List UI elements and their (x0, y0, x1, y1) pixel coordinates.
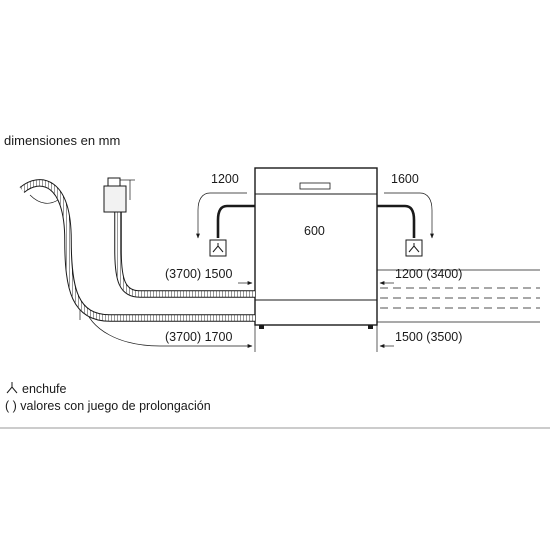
dim-right-height: 1600 (391, 172, 419, 186)
dishwasher-body (254, 167, 378, 329)
diagram-title: dimensiones en mm (4, 133, 120, 148)
dim-left-upper: (3700) 1500 (165, 267, 232, 281)
dim-left-lower: (3700) 1700 (165, 330, 232, 344)
hoses (19, 177, 255, 322)
dim-width: 600 (304, 224, 325, 238)
legend-socket-label: enchufe (22, 382, 67, 396)
cabinet-lines (377, 269, 540, 323)
dim-right-lower: 1500 (3500) (395, 330, 462, 344)
dim-left-height: 1200 (211, 172, 239, 186)
dim-right-upper: 1200 (3400) (395, 267, 462, 281)
socket-legend-icon (6, 382, 18, 394)
power-cables (216, 204, 416, 238)
legend: enchufe ( ) valores con juego de prolong… (5, 382, 211, 413)
legend-parentheses-label: ( ) valores con juego de prolongación (5, 399, 211, 413)
socket-icon (209, 239, 423, 257)
